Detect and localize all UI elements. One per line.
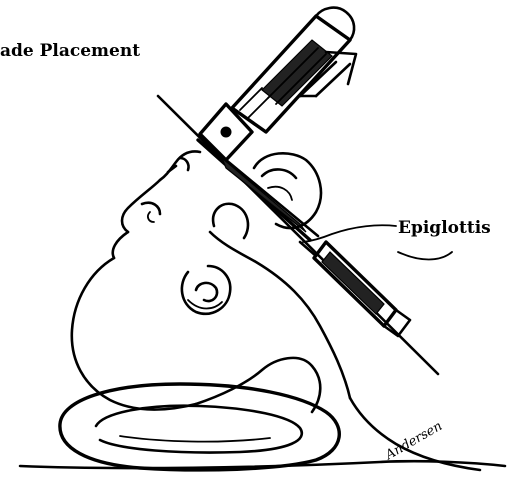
table-line bbox=[20, 461, 505, 468]
blade-axis-line bbox=[158, 96, 438, 374]
epiglottis-label: Epiglottis bbox=[398, 218, 491, 238]
head-ring-pillow bbox=[60, 384, 339, 470]
laryngoscope-handle bbox=[232, 8, 354, 132]
ear bbox=[182, 266, 230, 314]
chin-contour bbox=[213, 204, 248, 238]
face-profile bbox=[113, 151, 200, 258]
pointer-tail bbox=[398, 252, 452, 260]
blade-hinge bbox=[200, 104, 252, 160]
title-label: ade Placement bbox=[0, 41, 140, 61]
